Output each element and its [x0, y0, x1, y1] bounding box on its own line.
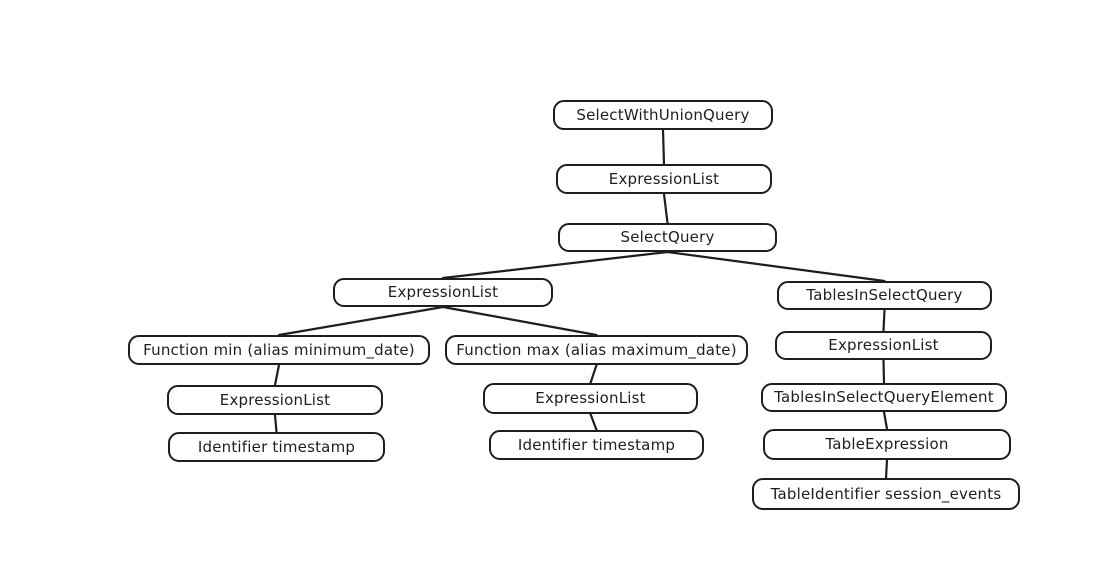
edge-function_max-expression_list_max [589, 363, 598, 385]
edge-expression_list_top-select_query [662, 192, 669, 225]
tree-node-expression_list_max: ExpressionList [483, 383, 698, 414]
tree-node-expression_list_min: ExpressionList [167, 385, 383, 415]
edge-select_query-expression_list_select [441, 250, 669, 280]
edge-select_with_union_query-expression_list_top [661, 128, 666, 166]
tree-node-tables_in_select_query: TablesInSelectQuery [777, 281, 992, 310]
tree-node-tables_in_select_query_element: TablesInSelectQueryElement [761, 383, 1007, 412]
tree-node-function_max: Function max (alias maximum_date) [445, 335, 748, 365]
edge-expression_list_select-function_max [441, 305, 598, 337]
tree-node-expression_list_tables: ExpressionList [775, 331, 992, 360]
edge-tables_in_select_query_element-table_expression [882, 410, 889, 431]
edge-expression_list_tables-tables_in_select_query_element [882, 358, 886, 385]
edge-function_min-expression_list_min [273, 363, 281, 387]
edge-expression_list_min-identifier_timestamp_min [273, 413, 278, 434]
tree-node-identifier_timestamp_min: Identifier timestamp [168, 432, 385, 462]
tree-node-identifier_timestamp_max: Identifier timestamp [489, 430, 704, 460]
tree-node-function_min: Function min (alias minimum_date) [128, 335, 430, 365]
tree-node-table_expression: TableExpression [763, 429, 1011, 460]
edge-select_query-tables_in_select_query [666, 250, 886, 283]
tree-node-select_query: SelectQuery [558, 223, 777, 252]
edge-expression_list_select-function_min [277, 305, 445, 337]
tree-node-select_with_union_query: SelectWithUnionQuery [553, 100, 773, 130]
edge-tables_in_select_query-expression_list_tables [882, 308, 886, 333]
edge-table_expression-table_identifier [884, 458, 889, 480]
edge-expression_list_max-identifier_timestamp_max [589, 412, 598, 432]
tree-node-table_identifier: TableIdentifier session_events [752, 478, 1020, 510]
tree-node-expression_list_select: ExpressionList [333, 278, 553, 307]
tree-node-expression_list_top: ExpressionList [556, 164, 772, 194]
